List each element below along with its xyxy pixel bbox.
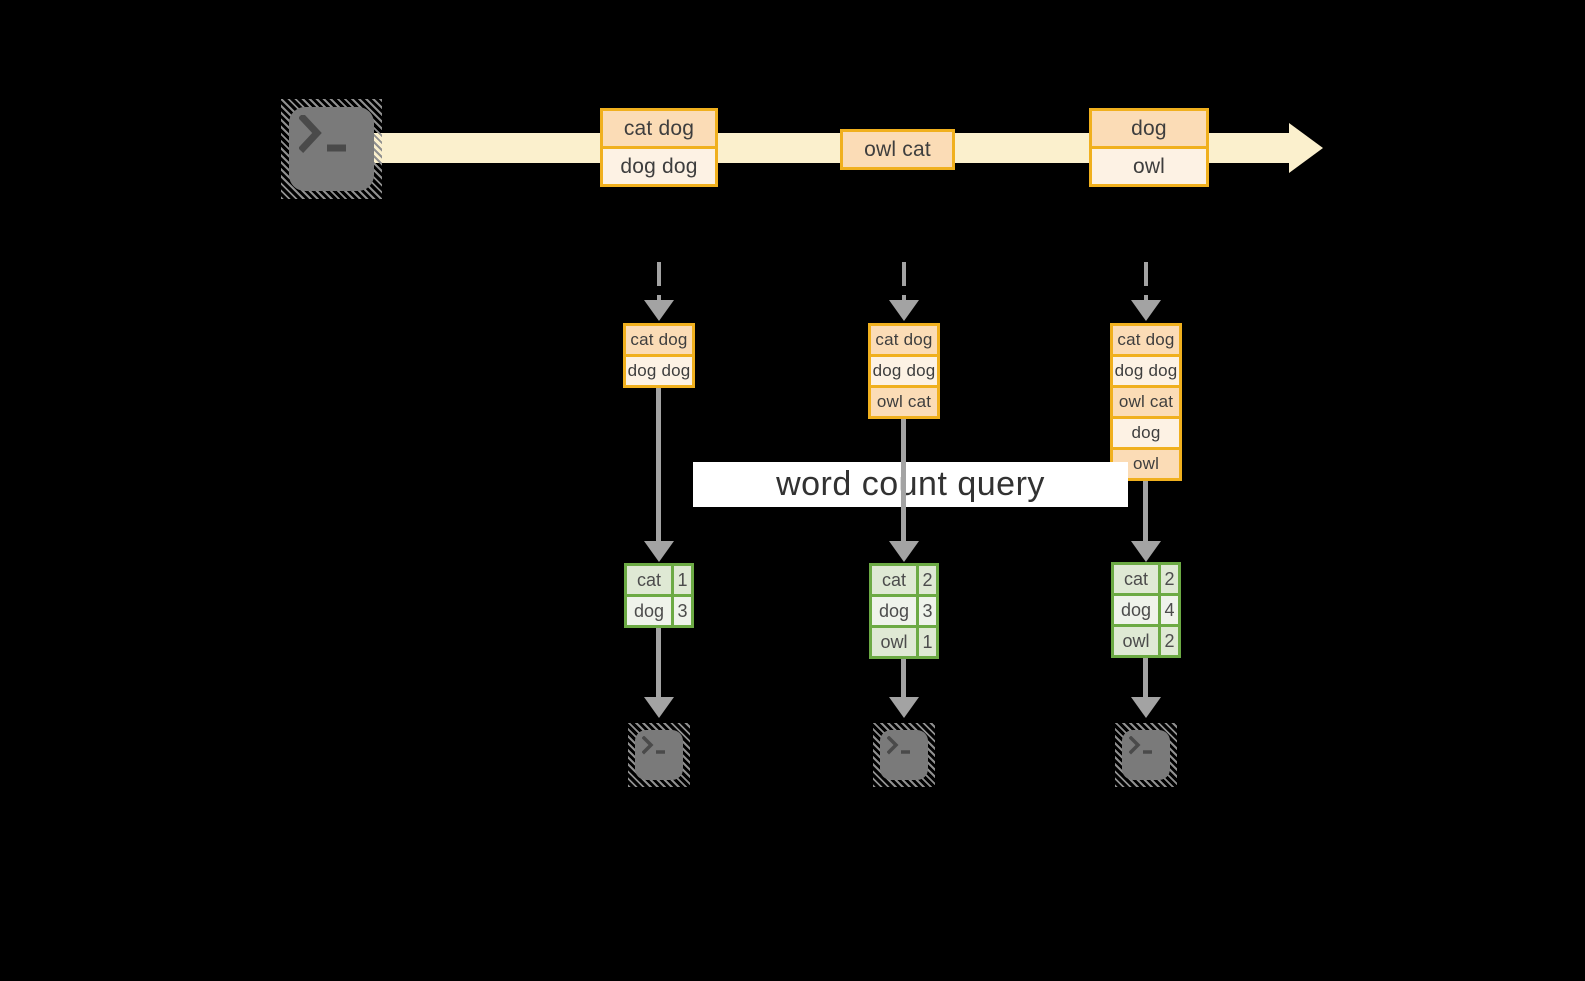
dashed-arrow-head	[1131, 300, 1161, 321]
buffer-stack: cat dog dog dog owl cat dog owl	[1110, 323, 1182, 481]
dashed-arrow-head	[889, 300, 919, 321]
buffer-record: cat dog	[871, 326, 937, 354]
terminal-sink-icon	[628, 723, 690, 787]
query-label: word count query	[776, 465, 1045, 503]
terminal-body	[635, 730, 683, 780]
stream-batch: cat dog dog dog	[600, 108, 718, 187]
terminal-prompt-icon	[299, 115, 346, 153]
word-cell: cat	[881, 569, 906, 590]
buffer-record: dog dog	[626, 354, 692, 385]
arrow-head	[1131, 697, 1161, 718]
dashed-arrow-head	[644, 300, 674, 321]
count-cell: 3	[916, 597, 936, 625]
table-row: dog 3	[872, 594, 936, 625]
arrow-line	[1143, 481, 1148, 541]
word-cell: owl	[880, 631, 908, 652]
arrow-head	[889, 697, 919, 718]
arrow-head	[1131, 541, 1161, 562]
word-cell: cat	[1123, 568, 1148, 589]
word-cell: dog	[878, 600, 910, 621]
table-row: owl 2	[1114, 624, 1178, 655]
table-row: cat 2	[872, 566, 936, 594]
table-row: dog 4	[1114, 593, 1178, 624]
dashed-arrow-line	[1144, 262, 1148, 301]
count-cell: 1	[916, 628, 936, 656]
record: owl	[1092, 146, 1206, 184]
table-row: owl 1	[872, 625, 936, 656]
counts-table: cat 2 dog 3 owl 1	[869, 563, 939, 659]
terminal-prompt-icon	[642, 736, 665, 755]
buffer-stack: cat dog dog dog owl cat	[868, 323, 940, 419]
word-cell: cat	[636, 569, 661, 590]
count-cell: 3	[671, 597, 691, 625]
terminal-prompt-icon	[887, 736, 910, 755]
arrow-head	[644, 541, 674, 562]
word-cell: owl	[1122, 630, 1150, 651]
arrow-head	[644, 697, 674, 718]
arrow-line	[656, 628, 661, 697]
dashed-arrow-line	[657, 262, 661, 301]
table-row: dog 3	[627, 594, 691, 625]
count-cell: 4	[1158, 596, 1178, 624]
buffer-record: dog	[1113, 416, 1179, 447]
stream-batch: owl cat	[840, 129, 955, 170]
terminal-source-icon	[281, 99, 382, 199]
arrow-line	[901, 419, 906, 541]
count-cell: 2	[916, 566, 936, 594]
terminal-sink-icon	[873, 723, 935, 787]
buffer-record: cat dog	[1113, 326, 1179, 354]
table-row: cat 1	[627, 566, 691, 594]
word-cell: dog	[1120, 599, 1152, 620]
counts-table: cat 1 dog 3	[624, 563, 694, 628]
buffer-record: dog dog	[871, 354, 937, 385]
buffer-stack: cat dog dog dog	[623, 323, 695, 388]
word-cell: dog	[633, 600, 665, 621]
count-cell: 1	[671, 566, 691, 594]
buffer-record: dog dog	[1113, 354, 1179, 385]
buffer-record: cat dog	[626, 326, 692, 354]
arrow-head	[889, 541, 919, 562]
count-cell: 2	[1158, 565, 1178, 593]
terminal-body	[289, 107, 374, 191]
counts-table: cat 2 dog 4 owl 2	[1111, 562, 1181, 658]
buffer-record: owl cat	[871, 385, 937, 416]
query-banner: word count query	[693, 462, 1128, 507]
arrow-line	[1143, 658, 1148, 697]
record: owl cat	[843, 132, 952, 167]
record: dog dog	[603, 146, 715, 184]
terminal-sink-icon	[1115, 723, 1177, 787]
count-cell: 2	[1158, 627, 1178, 655]
terminal-body	[880, 730, 928, 780]
terminal-body	[1122, 730, 1170, 780]
record: dog	[1092, 111, 1206, 146]
stream-batch: dog owl	[1089, 108, 1209, 187]
arrow-line	[901, 659, 906, 697]
terminal-prompt-icon	[1129, 736, 1152, 755]
arrow-line	[656, 388, 661, 541]
dashed-arrow-line	[902, 262, 906, 301]
table-row: cat 2	[1114, 565, 1178, 593]
buffer-record: owl cat	[1113, 385, 1179, 416]
stream-arrow-head	[1289, 123, 1323, 173]
record: cat dog	[603, 111, 715, 146]
